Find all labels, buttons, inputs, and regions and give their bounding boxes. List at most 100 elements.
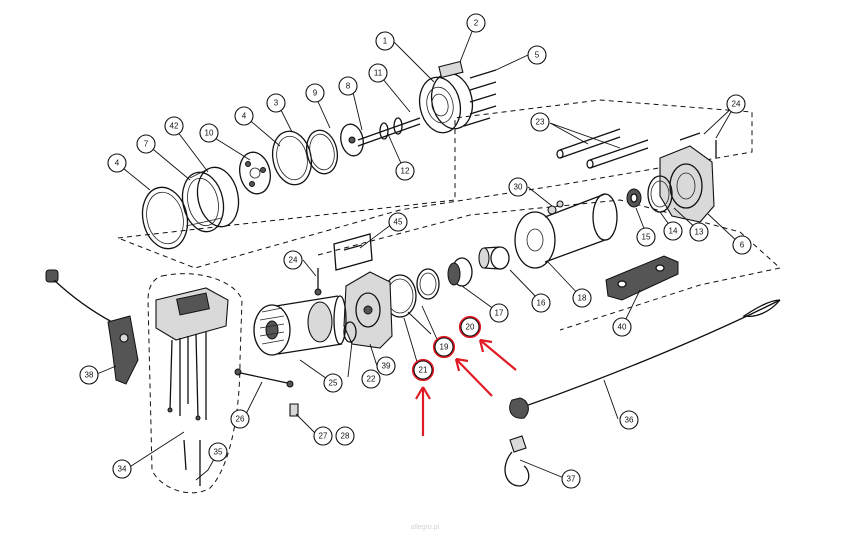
hook-37 xyxy=(504,435,530,487)
svg-text:4: 4 xyxy=(115,159,120,168)
bracket-45 xyxy=(333,233,373,271)
callout-36: 36 xyxy=(619,410,639,430)
svg-text:4: 4 xyxy=(242,112,247,121)
svg-text:28: 28 xyxy=(341,432,350,441)
callout-20: 20 xyxy=(460,317,480,337)
callout-27: 27 xyxy=(313,426,333,446)
callout-3: 3 xyxy=(266,93,286,113)
drum-assembly-outline xyxy=(317,199,782,331)
remote-38 xyxy=(45,269,139,385)
svg-text:40: 40 xyxy=(618,323,627,332)
callout-12: 12 xyxy=(395,161,415,181)
svg-text:35: 35 xyxy=(214,448,223,457)
callout-1: 1 xyxy=(375,31,395,51)
svg-text:16: 16 xyxy=(537,299,546,308)
callout-42: 42 xyxy=(164,116,184,136)
svg-text:30: 30 xyxy=(514,183,523,192)
bushing-15 xyxy=(626,188,642,208)
red-highlights xyxy=(411,315,517,436)
callout-28: 28 xyxy=(335,426,355,446)
bearing-16 xyxy=(478,246,510,270)
callout-10: 10 xyxy=(199,123,219,143)
callout-2: 2 xyxy=(466,13,486,33)
callout-8: 8 xyxy=(338,76,358,96)
callout-16: 16 xyxy=(531,293,551,313)
callout-45: 45 xyxy=(388,212,408,232)
svg-text:27: 27 xyxy=(319,432,328,441)
callout-19: 19 xyxy=(434,337,454,357)
gasket-4-left xyxy=(141,186,189,250)
svg-text:20: 20 xyxy=(466,323,475,332)
svg-text:13: 13 xyxy=(695,228,704,237)
callout-11: 11 xyxy=(368,63,388,83)
planet-gear-8 xyxy=(340,123,364,157)
fairlead-40 xyxy=(605,255,679,301)
svg-text:24: 24 xyxy=(732,100,741,109)
bolts-30 xyxy=(547,200,564,215)
shaft-11-12 xyxy=(357,117,421,147)
svg-text:24: 24 xyxy=(289,256,298,265)
svg-text:5: 5 xyxy=(535,51,540,60)
svg-text:11: 11 xyxy=(374,69,383,78)
callout-35: 35 xyxy=(208,442,228,462)
svg-text:10: 10 xyxy=(205,129,214,138)
contactor-34-35 xyxy=(147,273,243,494)
svg-text:26: 26 xyxy=(236,415,245,424)
tie-rods-23 xyxy=(556,128,649,169)
svg-text:3: 3 xyxy=(274,99,279,108)
callout-23: 23 xyxy=(530,112,550,132)
svg-text:23: 23 xyxy=(536,118,545,127)
watermark-text: allegro.pl xyxy=(411,524,440,531)
callout-4-upper: 4 xyxy=(234,106,254,126)
motor-endplate-39 xyxy=(343,271,393,349)
callout-15: 15 xyxy=(636,227,656,247)
svg-text:36: 36 xyxy=(625,416,634,425)
svg-text:18: 18 xyxy=(578,294,587,303)
callout-24-top: 24 xyxy=(726,94,746,114)
callout-17: 17 xyxy=(489,303,509,323)
cable-36 xyxy=(509,299,781,419)
callout-5: 5 xyxy=(527,45,547,65)
svg-text:21: 21 xyxy=(419,366,428,375)
callout-6: 6 xyxy=(732,235,752,255)
callout-18: 18 xyxy=(572,288,592,308)
svg-text:8: 8 xyxy=(346,82,351,91)
gear-assembly-outline xyxy=(117,99,753,269)
callout-14: 14 xyxy=(663,221,683,241)
svg-text:14: 14 xyxy=(669,227,678,236)
end-housing-6 xyxy=(659,145,715,223)
gear-17 xyxy=(447,257,473,287)
svg-text:42: 42 xyxy=(170,122,179,131)
callout-7: 7 xyxy=(136,134,156,154)
svg-text:39: 39 xyxy=(382,362,391,371)
ring-gear-7-42 xyxy=(181,166,240,233)
svg-text:19: 19 xyxy=(440,343,449,352)
callout-26: 26 xyxy=(230,409,250,429)
svg-text:22: 22 xyxy=(367,375,376,384)
drum-18 xyxy=(514,193,618,269)
svg-text:6: 6 xyxy=(740,241,745,250)
svg-text:9: 9 xyxy=(313,89,318,98)
svg-text:25: 25 xyxy=(329,379,338,388)
leader-lines xyxy=(96,23,741,481)
callout-22: 22 xyxy=(361,369,381,389)
bolts-24-top xyxy=(679,132,717,158)
callout-40: 40 xyxy=(612,317,632,337)
ring-3-9 xyxy=(305,129,339,175)
callout-9: 9 xyxy=(305,83,325,103)
carrier-10 xyxy=(239,151,271,195)
rod-26 xyxy=(234,368,294,388)
svg-text:12: 12 xyxy=(401,167,410,176)
svg-text:37: 37 xyxy=(567,475,576,484)
svg-text:7: 7 xyxy=(144,140,149,149)
svg-text:45: 45 xyxy=(394,218,403,227)
callout-39: 39 xyxy=(376,356,396,376)
callout-38: 38 xyxy=(79,365,99,385)
svg-text:17: 17 xyxy=(495,309,504,318)
callout-25: 25 xyxy=(323,373,343,393)
svg-text:34: 34 xyxy=(118,465,127,474)
callout-4-left: 4 xyxy=(107,153,127,173)
callout-13: 13 xyxy=(689,222,709,242)
